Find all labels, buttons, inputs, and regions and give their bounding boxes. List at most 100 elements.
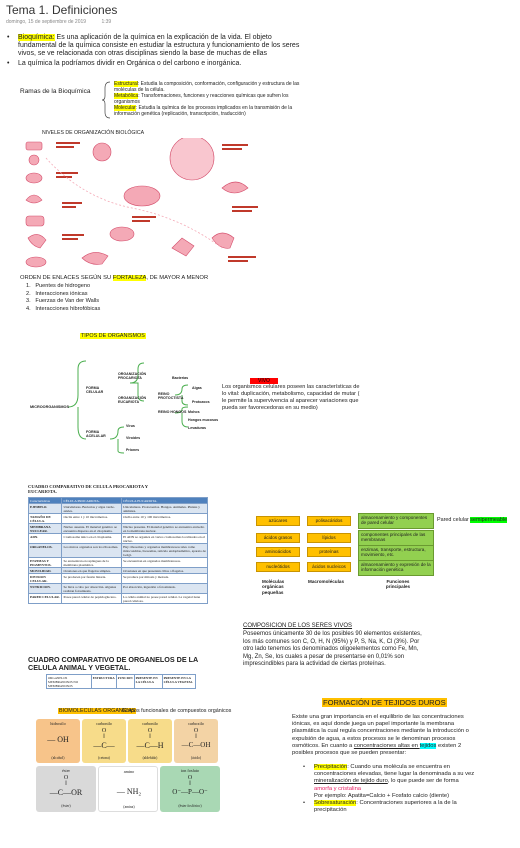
tipos-celular: FORMA CELULAR xyxy=(86,386,104,394)
enlaces-title-hl: FORTALEZA xyxy=(112,275,147,281)
vivo-text: Los organismos celulares poseen las cara… xyxy=(222,384,360,411)
table-cell: Hay ribosomas y organelos membranosos ta… xyxy=(121,543,208,558)
tipos-root: MICROORGANISMOS xyxy=(30,405,70,409)
rama-molecular: Molecular: Estudia la química de los pro… xyxy=(114,105,314,117)
tipos-priones: Priones xyxy=(126,448,140,452)
cuadro-table: Características CÉLULA PROCARIOTA. CÉLUL… xyxy=(27,497,208,604)
pared-hl: semipermeable xyxy=(470,517,508,523)
composicion-title: COMPOSICION DE LOS SERES VIVOS xyxy=(243,623,353,629)
table-cell: Oscila entre 10 y 100 micrómetros. xyxy=(121,513,208,524)
table-row: PARED CELULAR.Posee pared celular de pep… xyxy=(27,593,208,604)
table-row: MEMBRANA NUCLEAR.Núcleo ausente. El mate… xyxy=(27,523,208,534)
group-name: carbonilo xyxy=(96,721,112,726)
mol-func-4: almacenamiento y expresión de la informa… xyxy=(358,560,434,576)
niveles-title: NIVELES DE ORGANIZACIÓN BIOLÓGICA xyxy=(42,130,145,136)
table-header: ESTRUCTURA xyxy=(90,674,117,689)
page-title: Tema 1. Definiciones xyxy=(6,3,118,17)
estructural-text: : Estudia la composición, conformación, … xyxy=(114,81,300,93)
composicion-text: Poseemos únicamente 30 de los posibles 9… xyxy=(243,631,422,668)
group-foot: (aldehído) xyxy=(142,756,158,760)
tejidos-title: FORMACIÓN DE TEJIDOS DUROS xyxy=(322,698,447,707)
double-bond-icon: O‖ xyxy=(193,728,199,740)
time-text: 1:39 xyxy=(101,19,112,25)
tejidos-list: Precipitación: Cuando una molécula se en… xyxy=(300,764,478,814)
p1-u: mineralización de tejido duro xyxy=(314,778,388,785)
tipos-viroides: Viroides xyxy=(126,436,141,440)
table-row: ADN.Cromosoma único en el citoplasma.El … xyxy=(27,533,208,544)
tipos-hongos: REINO HONGOS xyxy=(158,410,187,414)
group-carbonilo-cetona: carbonilo O‖ —C— (cetona) xyxy=(82,719,126,763)
table-cell: MEMBRANA NUCLEAR. xyxy=(27,523,63,534)
rama-metabolica: Metabólica: Transformaciones, funciones … xyxy=(114,93,314,105)
mol-macro-2: lípidos xyxy=(307,533,351,543)
metabolica-text: : Transformaciones, funciones y reaccion… xyxy=(114,93,289,105)
table-cell: Núcleo presente. El material genético se… xyxy=(121,523,208,534)
table-cell: Se encuentran en organelos membranosos. xyxy=(121,557,208,568)
group-name: éster xyxy=(62,768,70,773)
page-date: domingo, 15 de septiembre de 2019 1:39 xyxy=(6,19,111,25)
cuadro-title: CUADRO COMPARATIVO DE CELULA PROCARIOTA … xyxy=(28,484,148,494)
list-item-sobresaturacion: Sobresaturación: Concentraciones superio… xyxy=(300,800,478,814)
pared-celular: Pared celular semipermeable xyxy=(437,517,508,523)
tejidos-intro: Existe una gran importancia en el equili… xyxy=(292,714,476,757)
table-cell: Núcleo ausente. El material genético se … xyxy=(61,523,123,534)
table-cell: NUTRICION. xyxy=(27,583,63,594)
mol-func-1: almacenamiento y componentes de pared ce… xyxy=(358,513,434,529)
p2-text: : Concentraciones superiores a la de la … xyxy=(314,800,457,814)
mol-func-2: componentes principales de las membranas xyxy=(358,530,434,546)
table-cell: Posee pared celular de peptidoglucano. xyxy=(61,593,123,604)
enlaces-list: 1. Puentes de hidrogeno 2. Interacciones… xyxy=(26,283,100,313)
p1-text: : Cuando una molécula se encuentra en co… xyxy=(314,764,475,778)
ramas-label: Ramas de la Bioquímica xyxy=(20,88,91,95)
mol-col1: Moléculas orgánicas pequeñas xyxy=(262,579,285,595)
enlaces-title-post: , DE MAYOR A MENOR xyxy=(146,275,209,281)
term-metabolica: Metabólica xyxy=(114,93,139,99)
table-cell: El ADN se organiza en varios cromosomas … xyxy=(121,533,208,544)
mol-macro-3: proteínas xyxy=(307,547,351,557)
group-carboxilo: carboxilo O‖ —C—OH (ácido) xyxy=(174,719,218,763)
double-bond-icon: O‖ xyxy=(187,775,193,787)
tipos-hongos-mucosos: Hongos mucosos xyxy=(188,418,219,422)
table-row: EJEMPLO.Unicelulares. Bacterias y algas … xyxy=(27,503,208,514)
term-bioquimica: Bioquímica: xyxy=(18,34,55,41)
enlace-3: Fuerzas de Van der Walls xyxy=(35,298,100,305)
table-cell: EJEMPLO. xyxy=(27,503,63,514)
enlaces-title-pre: ORDEN DE ENLACES SEGÚN SU xyxy=(20,275,113,281)
group-name: carboxilo xyxy=(188,721,204,726)
table-cell: Unicelulares. Bacterias y algas verde-az… xyxy=(61,503,123,514)
table-row: ENZIMAS Y PIGMENTOS.Se encuentran en rep… xyxy=(27,557,208,568)
table-cell: ADN. xyxy=(27,533,63,544)
group-foot: (éster) xyxy=(61,804,71,808)
table-cell: La célula animal no posee pared celular.… xyxy=(121,593,208,604)
quimica-text: La química la podríamos dividir en Orgán… xyxy=(18,60,242,67)
tipos-algas: Algas xyxy=(192,386,202,390)
mol-macro-1: polisacáridos xyxy=(307,516,351,526)
table-cell: Se lleva a cabo por absorción. Algunas r… xyxy=(61,583,123,594)
table-cell: DIVISION CELULAR. xyxy=(27,573,63,584)
group-name: hidroxilo xyxy=(50,721,66,726)
double-bond-icon: O‖ xyxy=(101,728,107,740)
group-ester: éster O‖ —C—OR (éster) xyxy=(36,766,96,812)
table-cell: PARED CELULAR. xyxy=(27,593,63,604)
tejidos-intro-u: concentraciones altas en xyxy=(353,742,420,749)
vivo-label: VIVO xyxy=(250,378,278,384)
ramas-list: Estructural: Estudia la composición, con… xyxy=(114,81,314,117)
enlace-4: Interacciones hibrofóbicas xyxy=(35,305,101,312)
group-formula: —C— xyxy=(93,741,115,750)
niveles-illustration xyxy=(25,138,258,268)
tejidos-intro-hl: tejidos xyxy=(419,742,437,749)
table-header: FUNCION xyxy=(115,674,135,689)
group-formula: —C—OR xyxy=(49,788,83,797)
list-item: 3. Fuerzas de Van der Walls xyxy=(26,298,100,305)
pared-pre: Pared celular xyxy=(437,517,471,523)
tipos-diagram-lines xyxy=(67,360,189,454)
table-row: ORGANELOS.Los únicos organelos son los r… xyxy=(27,543,208,558)
table-row: NUTRICION.Se lleva a cabo por absorción.… xyxy=(27,583,208,594)
table-row: TAMAÑO DE CÉLULA.Oscila entre 1 y 10 mic… xyxy=(27,513,208,524)
group-name: ion fosfato xyxy=(180,768,200,773)
intro-bullets: Bioquímica: Es una aplicación de la quím… xyxy=(4,34,304,68)
tipos-virus: Virus xyxy=(126,424,135,428)
group-foot: (amina) xyxy=(123,805,135,809)
biomoleculas-subtitle: Grupos funcionales de compuestos orgánic… xyxy=(122,708,232,714)
ramas-brace xyxy=(102,81,111,119)
